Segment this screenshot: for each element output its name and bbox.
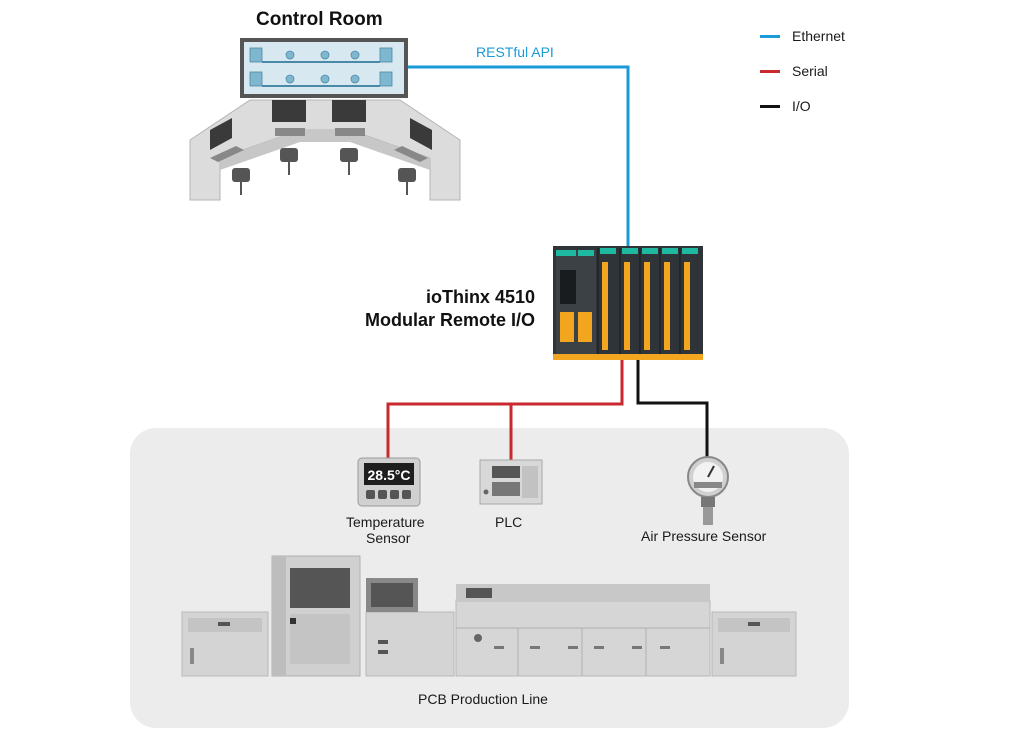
pcb-production-line-label: PCB Production Line bbox=[418, 691, 548, 707]
control-room-illustration bbox=[189, 38, 461, 201]
device-name-line2: Modular Remote I/O bbox=[364, 310, 535, 330]
device-name-line1: ioThinx 4510 bbox=[425, 287, 535, 307]
temperature-sensor-label-line1: Temperature bbox=[346, 514, 425, 530]
plc-label: PLC bbox=[495, 514, 523, 530]
plc-icon bbox=[479, 459, 543, 505]
io-swatch bbox=[760, 104, 780, 108]
legend-label-io: I/O bbox=[792, 98, 811, 114]
temperature-sensor-label-line2: Sensor bbox=[366, 530, 411, 546]
legend-item-io: I/O bbox=[760, 98, 811, 114]
legend-label-serial: Serial bbox=[792, 63, 828, 79]
restful-api-label: RESTful API bbox=[476, 44, 554, 60]
legend-item-ethernet: Ethernet bbox=[760, 28, 845, 44]
control-room-label: Control Room bbox=[256, 9, 383, 30]
iothinx-device bbox=[553, 246, 703, 360]
legend-item-serial: Serial bbox=[760, 63, 828, 79]
ethernet-line bbox=[408, 65, 630, 247]
io-line bbox=[636, 358, 709, 460]
temperature-display: 28.5°C bbox=[368, 467, 411, 483]
legend-label-ethernet: Ethernet bbox=[792, 28, 845, 44]
air-pressure-sensor-label: Air Pressure Sensor bbox=[641, 528, 767, 544]
ethernet-swatch bbox=[760, 34, 780, 38]
serial-line bbox=[386, 358, 624, 458]
air-pressure-sensor-icon bbox=[687, 456, 729, 525]
serial-swatch bbox=[760, 69, 780, 73]
pcb-production-machines bbox=[181, 555, 797, 677]
temperature-sensor-icon bbox=[357, 457, 421, 507]
